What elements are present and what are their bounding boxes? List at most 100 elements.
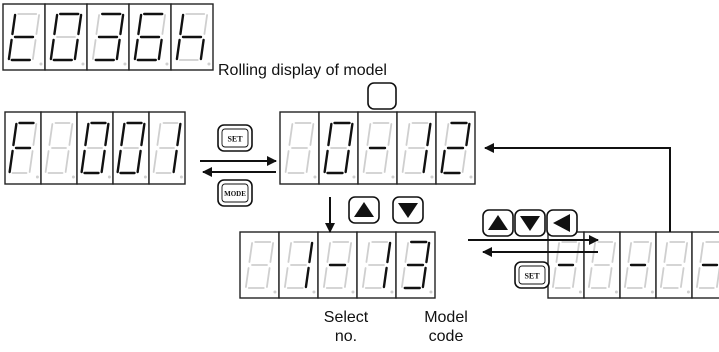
segment-b [611,242,616,263]
segment-f [11,13,17,36]
segment-c [422,149,428,174]
caption-model-code: Model code [405,308,487,346]
segment-e [660,267,665,288]
display-f001 [4,111,186,185]
caption-select-line2: no. [334,328,358,345]
segment-b [68,123,74,146]
mode-button-label: MODE [224,190,246,198]
segment-b [269,242,274,263]
down-key-right[interactable] [514,209,546,237]
set-button-bottom[interactable]: SET [514,261,550,289]
decimal-point [429,290,433,294]
digit-cell [655,231,693,299]
segment-c [383,150,389,173]
segment-b [77,13,83,36]
segment-e [245,267,250,288]
caption-model-line2: code [428,328,464,345]
down-triangle-icon [520,216,540,231]
segment-f [365,242,370,263]
mode-button[interactable]: MODE [217,179,253,207]
segment-e [44,150,50,173]
segment-b [465,122,471,147]
segment-f [95,14,100,35]
left-key-right[interactable] [546,209,578,237]
decimal-point [165,62,169,66]
digit-cell [44,3,88,71]
segment-e [323,267,328,288]
decimal-point [273,290,277,294]
digit-cell [583,231,621,299]
display-dashes [547,231,719,299]
segment-f [366,123,372,146]
caption-model-line1: Model [424,309,468,326]
segment-e [49,38,55,61]
digit-cell [112,111,150,185]
segment-b [309,123,315,146]
digit-cell [4,111,42,185]
segment-c [199,38,205,61]
blank-key-icon[interactable] [367,82,397,110]
display-10-12 [279,111,476,185]
segment-e [440,149,446,174]
down-key[interactable] [392,196,424,224]
caption-select-line1: Select [323,309,369,326]
segment-c [572,267,577,288]
digit-cell [356,231,397,299]
segment-c [28,150,34,173]
digit-cell [278,231,319,299]
digit-cell [619,231,657,299]
segment-e [175,38,181,61]
display-11-13 [239,231,436,299]
segment-f [12,122,18,147]
display-t036h [2,3,214,71]
segment-f [248,242,253,263]
segment-c [305,150,311,173]
segment-c [716,267,719,288]
decimal-point [207,62,211,66]
segment-c [32,39,37,60]
down-triangle-icon [398,203,418,218]
segment-c [304,266,310,289]
segment-f [179,13,185,36]
decimal-point [352,175,356,179]
segment-e [7,38,13,61]
decimal-point [391,175,395,179]
up-key[interactable] [348,196,380,224]
digit-cell [239,231,280,299]
digit-cell [148,111,186,185]
segment-c [421,266,427,289]
segment-e [133,38,139,61]
segment-b [35,14,40,35]
decimal-point [39,62,43,66]
left-triangle-icon [553,214,570,232]
segment-e [8,149,14,174]
digit-cell [86,3,130,71]
segment-c [680,267,685,288]
segment-e [284,150,290,173]
caption-select-no: Select no. [308,308,384,346]
segment-f [627,242,632,263]
digit-cell [318,111,359,185]
segment-e [696,267,701,288]
decimal-point [81,62,85,66]
segment-b [683,242,688,263]
segment-c [608,267,613,288]
segment-f [288,123,294,146]
segment-e [401,150,407,173]
segment-f [699,242,704,263]
decimal-point [650,290,654,294]
segment-c [73,38,79,61]
set-button-top[interactable]: SET [217,124,253,152]
decimal-point [143,175,147,179]
segment-b [32,123,38,146]
segment-e [152,150,158,173]
decimal-point [578,290,582,294]
segment-b [647,242,652,263]
segment-e [624,267,629,288]
segment-e [552,267,557,288]
up-key-right[interactable] [482,209,514,237]
segment-c [136,149,142,174]
digit-cell [691,231,719,299]
segment-f [84,122,90,147]
digit-cell [2,3,46,71]
